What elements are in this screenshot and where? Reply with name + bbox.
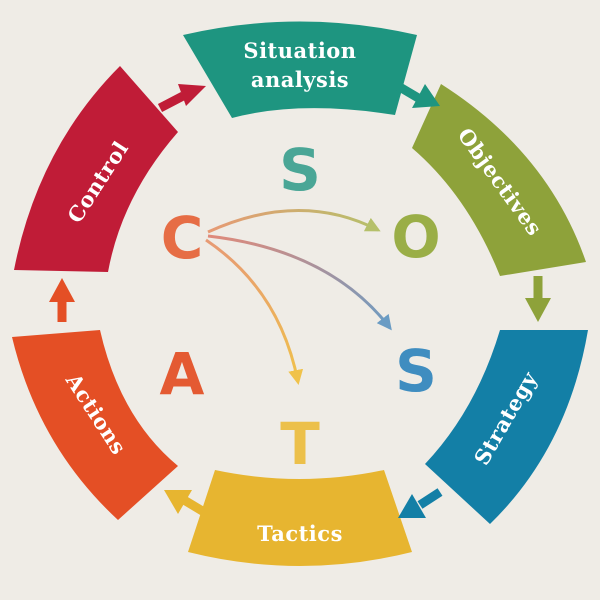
situation-label-line1: Situation (243, 38, 356, 63)
arrow-actions-to-control (49, 278, 75, 322)
segment-actions (12, 330, 178, 520)
letter-t-tactics: T (280, 410, 320, 478)
letter-a-actions: A (160, 340, 205, 408)
letter-o-objectives: O (391, 203, 440, 271)
letter-c-control: C (161, 204, 204, 272)
tactics-label: Tactics (257, 521, 343, 546)
segment-objectives (412, 84, 586, 276)
arrow-control-to-situation (157, 84, 206, 112)
curve-c-to-o (207, 209, 381, 234)
segment-strategy (425, 330, 588, 524)
arrow-strategy-to-tactics (398, 488, 443, 518)
arrow-objectives-to-strategy (525, 276, 551, 322)
curve-c-to-t (205, 238, 304, 385)
arrow-situation-to-objectives (395, 82, 440, 108)
letter-s-situation: S (279, 136, 321, 204)
segment-situation (183, 21, 417, 118)
situation-label-line2: analysis (251, 67, 349, 92)
letter-s-strategy: S (395, 337, 437, 405)
segment-control (14, 66, 178, 272)
segment-tactics (188, 470, 412, 566)
curve-c-to-s (207, 234, 392, 331)
arrow-tactics-to-actions (164, 490, 207, 516)
